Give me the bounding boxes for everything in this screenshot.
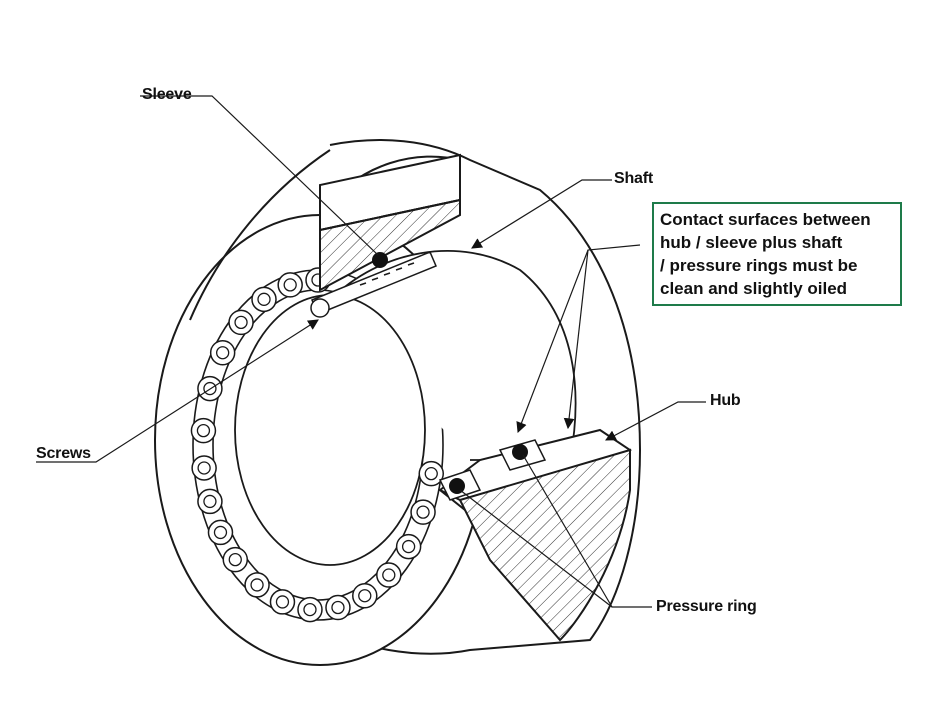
note-line: Contact surfaces between [660, 210, 871, 229]
note-line: / pressure rings must be [660, 256, 858, 275]
screws-group [190, 267, 445, 623]
note-line: clean and slightly oiled [660, 279, 848, 298]
pressure-ring-leader-2 [522, 454, 613, 608]
screw-head [352, 582, 378, 609]
screw-head [410, 499, 436, 525]
screw-head [222, 546, 249, 573]
hub-label: Hub [710, 392, 741, 409]
leader-lines [36, 95, 706, 608]
screw-head [228, 309, 254, 336]
hub-ball-right [512, 444, 528, 460]
screw-head [297, 596, 323, 623]
screw-head [418, 460, 445, 487]
sleeve-ball [372, 252, 388, 268]
screw-head [277, 272, 303, 298]
screw-head [269, 589, 296, 615]
pressure-ring-label: Pressure ring [656, 598, 757, 615]
screw-head [191, 455, 217, 481]
screw-head [325, 594, 351, 621]
shaft [234, 250, 577, 566]
screw-head [197, 488, 223, 515]
screw-head [207, 519, 234, 546]
sleeve-leader [140, 95, 379, 256]
note-leader-2 [563, 249, 589, 430]
note-line: hub / sleeve plus shaft [660, 233, 843, 252]
contact-surfaces-note: Contact surfaces between hub / sleeve pl… [652, 202, 902, 306]
sleeve-label: Sleeve [142, 86, 192, 103]
screws-leader [36, 319, 319, 463]
sleeve-screw [310, 251, 437, 318]
screw-head [395, 533, 422, 560]
screw-head [376, 562, 402, 588]
hub-ball-left [449, 478, 465, 494]
sleeve-section [319, 153, 461, 292]
hub-leader [605, 401, 706, 441]
screw-head [209, 339, 236, 366]
screw-head [190, 417, 217, 444]
shaft-leader [471, 179, 612, 249]
shaft-label: Shaft [614, 170, 654, 187]
screw-head [251, 286, 277, 313]
screws-label: Screws [36, 445, 91, 462]
screw-head [197, 375, 223, 402]
screw-head [244, 572, 270, 598]
